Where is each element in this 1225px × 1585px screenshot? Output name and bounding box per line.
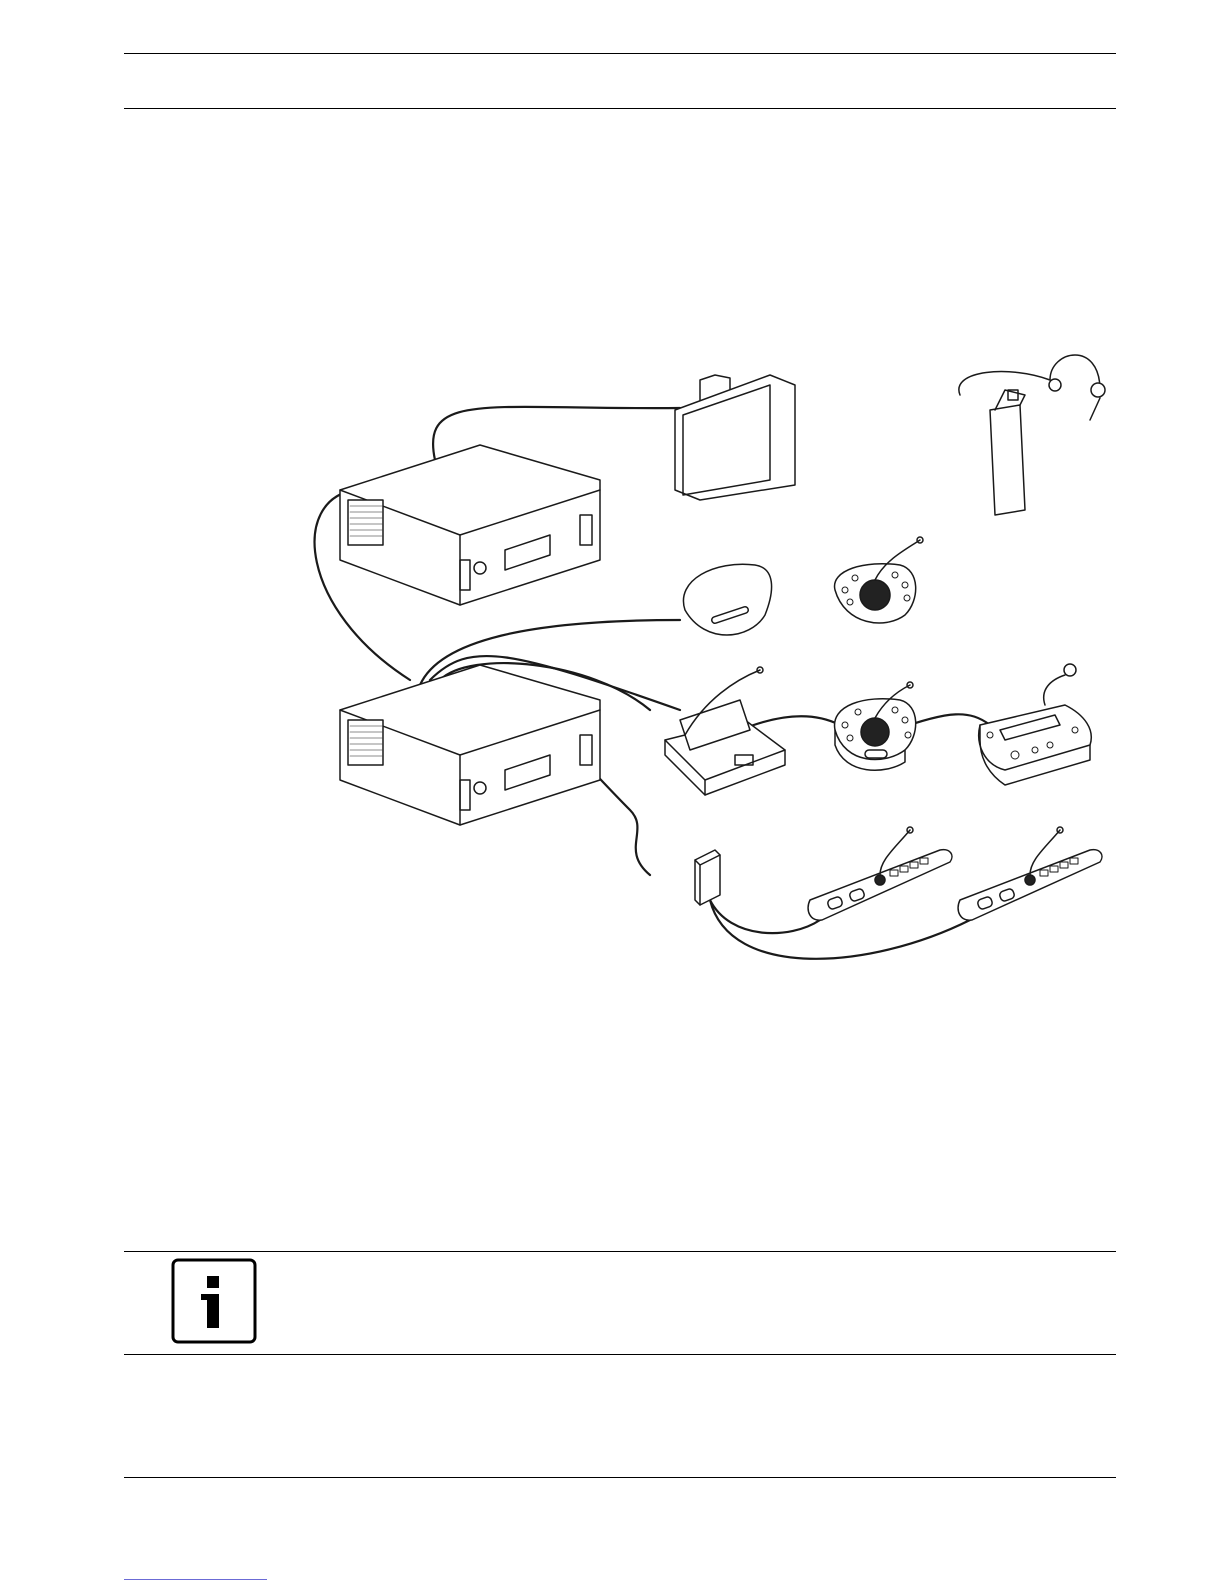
monitor-icon xyxy=(675,375,795,500)
note-rule-top xyxy=(124,1251,1116,1252)
tablet-discussion-unit-icon xyxy=(665,667,785,795)
control-unit-bottom-icon xyxy=(340,665,600,825)
header-rule-bottom xyxy=(124,108,1116,109)
discussion-unit-icon xyxy=(835,682,916,770)
flush-unit-left-icon xyxy=(808,827,952,920)
footer-rule xyxy=(124,1477,1116,1478)
chairman-unit-icon xyxy=(979,664,1092,785)
control-unit-top-icon xyxy=(340,445,600,605)
system-overview-figure xyxy=(270,330,1130,990)
access-point-icon xyxy=(683,564,771,635)
footer-link-underline[interactable] xyxy=(124,1579,267,1580)
wireless-delegate-unit-icon xyxy=(835,537,923,623)
flush-unit-right-icon xyxy=(958,827,1102,920)
info-icon xyxy=(171,1258,257,1344)
splitter-box-icon xyxy=(695,850,720,905)
headset-receiver-icon xyxy=(959,355,1105,515)
header-rule-top xyxy=(124,53,1116,54)
note-rule-bottom xyxy=(124,1354,1116,1355)
